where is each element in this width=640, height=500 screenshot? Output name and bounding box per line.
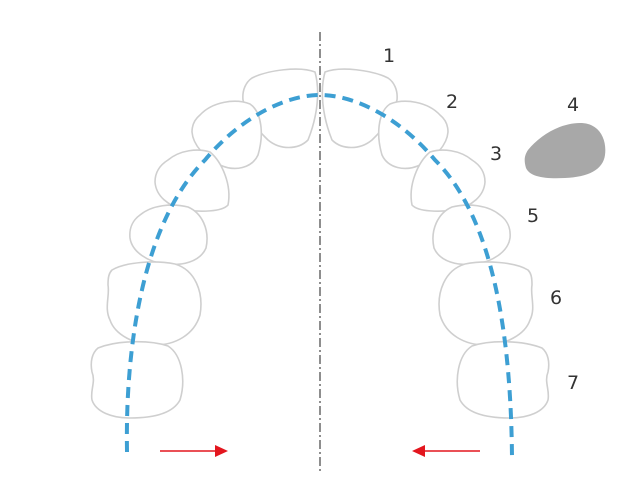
- tooth-left-5: [106, 261, 202, 346]
- arch-curve: [124, 92, 514, 459]
- tooth-label-3: 3: [490, 143, 502, 165]
- tooth-label-1: 1: [383, 45, 395, 67]
- tooth-right-3: [410, 149, 486, 212]
- right-arrow-icon: [160, 445, 228, 457]
- missing-tooth-4: [524, 122, 606, 179]
- tooth-label-4: 4: [567, 94, 579, 116]
- tooth-label-5: 5: [527, 205, 539, 227]
- tooth-right-6: [438, 261, 534, 346]
- tooth-right-7: [456, 340, 550, 419]
- tooth-label-7: 7: [567, 372, 579, 394]
- tooth-right-5: [432, 204, 511, 266]
- left-teeth: [90, 68, 319, 419]
- tooth-label-6: 6: [550, 287, 562, 309]
- tooth-label-2: 2: [446, 91, 458, 113]
- tooth-left-3: [154, 149, 230, 212]
- tooth-left-4: [129, 204, 208, 266]
- right-teeth: [321, 68, 550, 419]
- left-arrow-icon: [412, 445, 480, 457]
- tooth-left-6: [90, 340, 184, 419]
